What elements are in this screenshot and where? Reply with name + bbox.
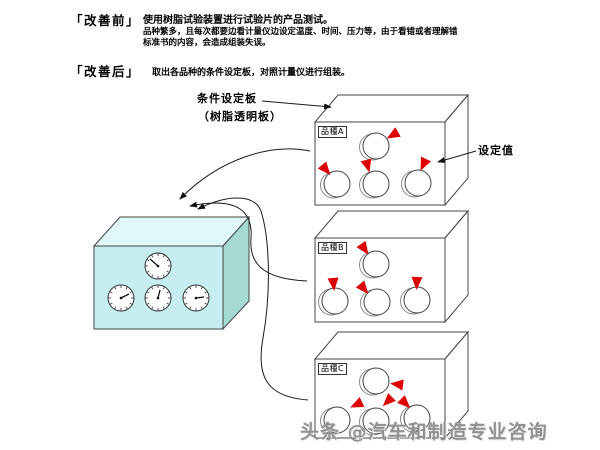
after-text-line: 取出各品种的条件设定板，对照计量仪进行组装。 [152, 68, 351, 78]
before-text-line1: 使用树脂试验装置进行试验片的产品测试。 [143, 15, 333, 26]
panel-b-tag: 品種B [318, 242, 347, 254]
curve-arrow-panel-a [179, 148, 311, 200]
machine-box [92, 215, 251, 331]
watermark-text: 头条 @汽车和制造专业咨询 [300, 421, 548, 443]
panel-c-top-face [313, 331, 470, 360]
before-label: 「改善前」 [70, 14, 141, 28]
panel-b-top-face [313, 210, 470, 239]
panel-c-dials [320, 367, 431, 436]
condition-board-label: 条件设定板 [197, 92, 257, 105]
gauge-hubs [119, 264, 198, 300]
panel-a-top-face [313, 94, 470, 123]
curve-arrow-panel-c [197, 197, 309, 401]
gauge-needles [120, 258, 205, 299]
set-value-label: 设定值 [478, 144, 514, 157]
condition-board-sublabel: （树脂透明板） [198, 110, 282, 123]
panel-c-tag: 品種C [318, 363, 348, 375]
after-label: 「改善后」 [70, 65, 141, 79]
before-text-paragraph: 品种繁多，且每次都要边看计量仪边设定温度、时间、压力等，由于看错或者理解错标准书… [143, 27, 458, 48]
set-value-pointer [437, 150, 477, 163]
panel-a-tag: 品種A [318, 126, 347, 138]
machine-top-face [92, 216, 251, 247]
machine-gauges [107, 252, 210, 312]
panel-a [313, 93, 470, 207]
panel-b-dials [318, 250, 431, 317]
panel-b [313, 209, 470, 324]
panel-a-dials [320, 132, 432, 199]
curve-arrow-panel-b [189, 201, 308, 282]
connector-arrows [179, 100, 477, 401]
condition-board-pointer [261, 100, 332, 110]
panel-c [313, 330, 470, 440]
